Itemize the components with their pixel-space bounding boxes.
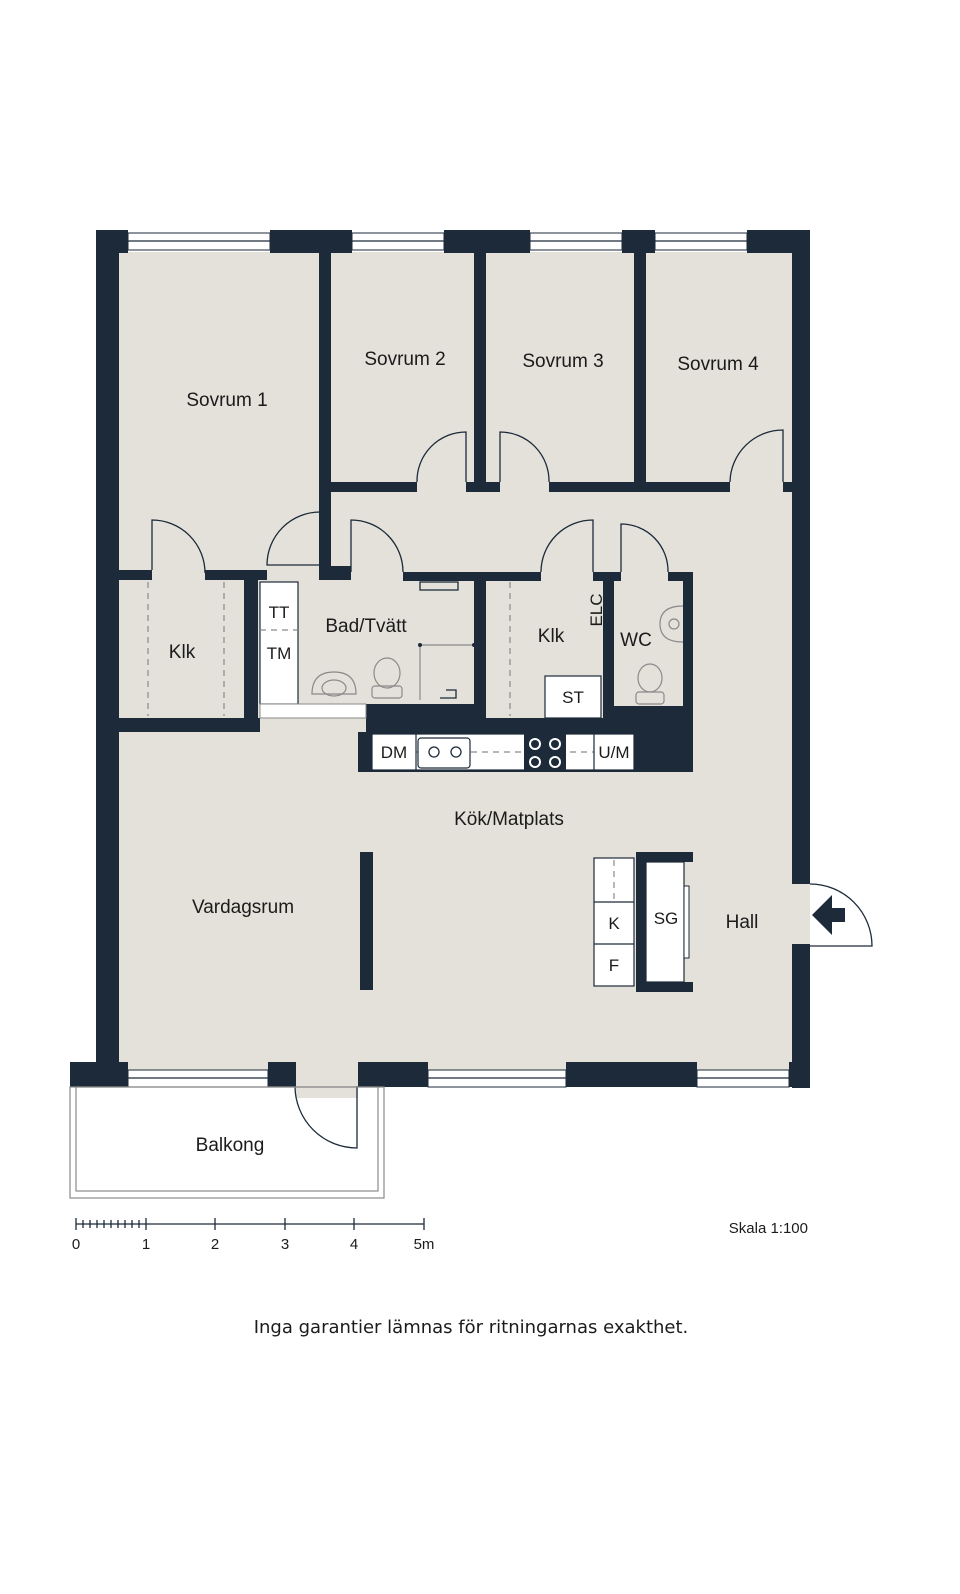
room-label-sovrum4: Sovrum 4 [677, 354, 759, 375]
room-label-wc: WC [620, 630, 652, 651]
room-label-hall: Hall [726, 912, 759, 933]
bathroom-fixtures [259, 581, 476, 719]
room-label-kok-matplats: Kök/Matplats [454, 809, 564, 830]
balcony [69, 1086, 385, 1199]
scale-tick-1: 1 [142, 1236, 150, 1253]
scale-bar: 0 1 2 3 4 5m [72, 1218, 435, 1253]
label-elc: ELC [587, 593, 606, 626]
room-label-sovrum3: Sovrum 3 [522, 351, 603, 372]
scale-tick-2: 2 [211, 1236, 219, 1253]
scale-tick-0: 0 [72, 1236, 80, 1253]
floor-area [118, 252, 810, 1098]
scale-tick-3: 3 [281, 1236, 289, 1253]
wc-fixtures [635, 605, 684, 705]
doors [151, 429, 873, 1149]
label-tm: TM [267, 644, 292, 663]
label-sg: SG [654, 909, 679, 928]
walls [70, 230, 810, 1088]
closet-lines [147, 582, 602, 719]
entrance-arrow-icon [812, 895, 845, 935]
scale-tick-5m: 5m [414, 1236, 435, 1253]
scale-tick-4: 4 [350, 1236, 358, 1253]
room-label-vardagsrum: Vardagsrum [192, 897, 294, 918]
room-label-klk-left: Klk [169, 642, 196, 663]
scale-text: Skala 1:100 [729, 1220, 808, 1237]
label-f: F [609, 956, 619, 975]
kitchen-counter [371, 733, 635, 771]
room-label-sovrum1: Sovrum 1 [186, 390, 267, 411]
label-tt: TT [269, 603, 290, 622]
room-label-klk-right: Klk [538, 626, 565, 647]
label-dm: DM [381, 743, 407, 762]
label-k: K [608, 914, 620, 933]
label-st: ST [562, 688, 584, 707]
disclaimer: Inga garantier lämnas för ritningarnas e… [254, 1317, 689, 1338]
room-label-sovrum2: Sovrum 2 [364, 349, 445, 370]
label-um: U/M [598, 743, 629, 762]
room-label-balkong: Balkong [196, 1135, 265, 1156]
hall-cabinets [593, 857, 690, 987]
room-label-bad-tvatt: Bad/Tvätt [325, 616, 407, 637]
